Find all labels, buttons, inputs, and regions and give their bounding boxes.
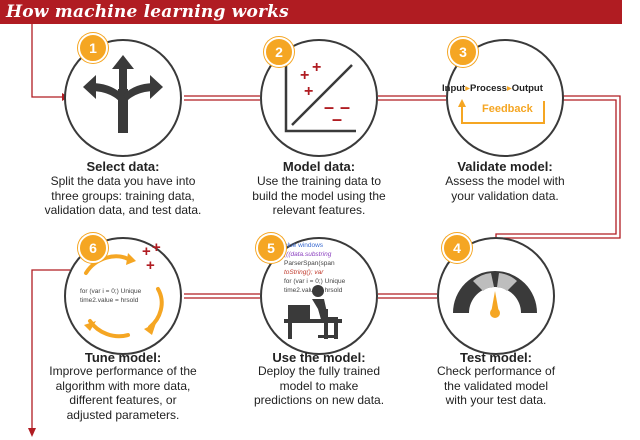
plus-sign: + <box>152 239 161 256</box>
input-process-output-label: Input▸Process▸Output <box>442 83 543 94</box>
split-arrows-icon <box>83 55 163 133</box>
plus-sign: + <box>146 257 155 274</box>
feedback-loop-arrow-icon <box>458 99 545 124</box>
plus-sign: + <box>304 83 314 100</box>
step-5-title: Use the model: <box>272 350 366 365</box>
page-title: How machine learning works <box>6 2 289 22</box>
person-at-computer-icon <box>284 285 342 339</box>
plus-sign: + <box>142 243 151 260</box>
step-3-title: Validate model: <box>457 159 553 174</box>
plus-sign: + <box>312 59 322 76</box>
step-1-description: Split the data you have into three group… <box>44 174 202 217</box>
scatter-plot-icon <box>284 63 356 133</box>
step-6-title: Tune model: <box>84 350 162 365</box>
feedback-label: Feedback <box>482 103 533 115</box>
step-1-title: Select data: <box>86 159 160 174</box>
header-banner: How machine learning works <box>0 0 622 24</box>
cycle-arrows-icon <box>84 253 164 339</box>
step-6-badge: 6 <box>78 233 108 263</box>
minus-sign: – <box>332 109 343 129</box>
minus-sign: – <box>340 97 351 117</box>
arrow-right-icon: ▸ <box>506 83 512 94</box>
code-snippet: for (var i = 0;) Unique time2.value = hr… <box>80 288 142 304</box>
plus-sign: + <box>300 67 310 84</box>
step-5-description: Deploy the fully trained model to make p… <box>253 364 385 407</box>
minus-sign: – <box>324 97 335 117</box>
gauge-icon <box>453 271 537 318</box>
step-3-badge: 3 <box>448 37 478 67</box>
step-2-description: Use the training data to build the model… <box>252 174 386 217</box>
step-6-description: Improve performance of the algorithm wit… <box>49 364 197 422</box>
step-5-badge: 5 <box>256 233 286 263</box>
step-1-badge: 1 <box>78 33 108 63</box>
arrow-right-icon: ▸ <box>465 83 470 94</box>
step-2-badge: 2 <box>264 37 294 67</box>
step-3-description: Assess the model with your validation da… <box>445 174 565 203</box>
step-4-title: Test model: <box>460 350 532 365</box>
step-2-title: Model data: <box>282 159 356 174</box>
step-4-badge: 4 <box>442 233 472 263</box>
step-4-description: Check performance of the validated model… <box>436 364 556 407</box>
